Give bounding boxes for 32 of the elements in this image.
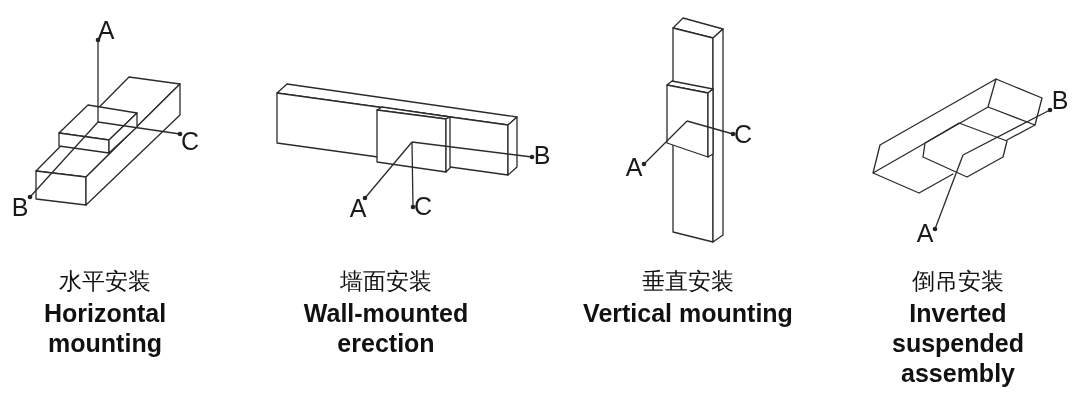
callout-letter: B [532, 145, 552, 165]
callout-letter: B [1050, 90, 1070, 110]
leader-line [95, 37, 101, 123]
leader-line [686, 120, 736, 137]
chinese-caption: 墙面安装 [340, 268, 432, 296]
chinese-caption: 倒吊安装 [912, 268, 1004, 296]
chinese-caption: 垂直安装 [642, 268, 734, 296]
leader-line [932, 154, 964, 232]
mounting-plate [666, 80, 714, 158]
leader-line [641, 120, 688, 167]
callout-letter: A [96, 20, 116, 40]
callout-letter: A [915, 223, 935, 243]
english-caption: Horizontal mounting [42, 298, 168, 358]
leader-line [97, 121, 183, 137]
callout-letter: C [733, 124, 753, 144]
mounting-plate [58, 104, 138, 154]
callout-letter: C [180, 131, 200, 151]
chinese-caption: 水平安装 [59, 268, 151, 296]
english-caption: Vertical mounting [583, 298, 793, 328]
callout-letter: C [413, 196, 433, 216]
leader-line [962, 107, 1053, 156]
leader-line [27, 121, 99, 200]
mounting-plate [376, 106, 451, 173]
callout-letter: B [10, 197, 30, 217]
leader-line [411, 141, 535, 160]
english-caption: Inverted suspended assembly [891, 298, 1025, 388]
leader-line [362, 141, 413, 201]
leader-line [410, 141, 416, 210]
mounting-plate [922, 122, 1008, 178]
english-caption: Wall-mounted erection [302, 298, 470, 358]
callout-letter: A [624, 157, 644, 177]
callout-letter: A [348, 198, 368, 218]
